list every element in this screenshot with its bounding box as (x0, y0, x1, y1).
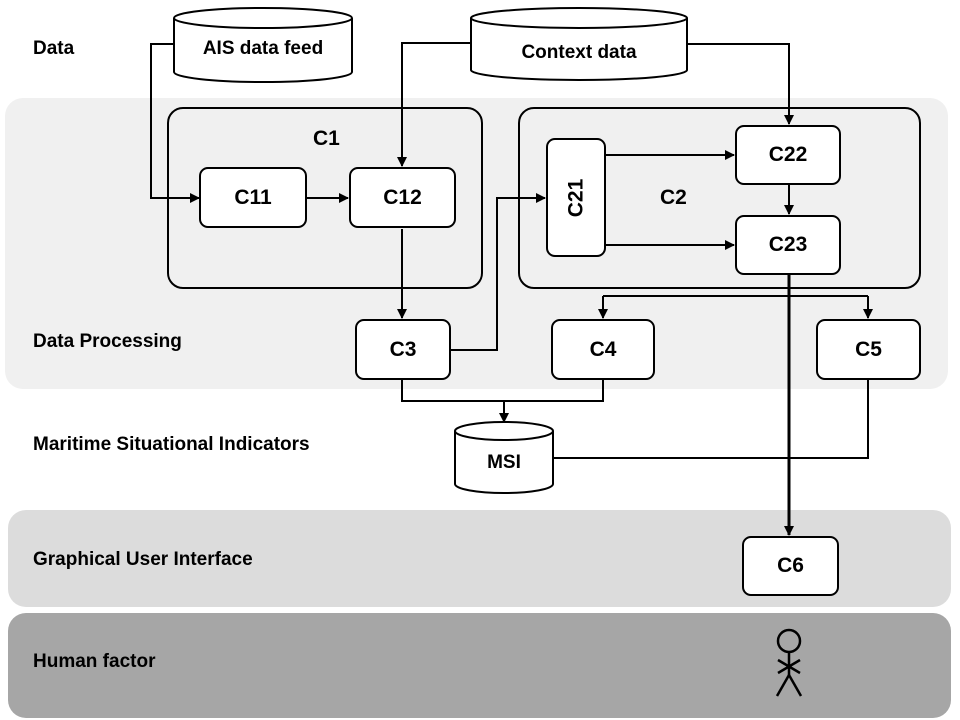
component-c12: C12 (349, 167, 456, 228)
component-c5: C5 (816, 319, 921, 380)
component-c6: C6 (742, 536, 839, 596)
ais-database-icon (173, 7, 353, 83)
component-c21-label: C21 (564, 178, 587, 217)
layer-label-human-factor: Human factor (33, 651, 156, 672)
edge-context-to-c12 (397, 42, 471, 167)
msi-label: MSI (487, 452, 521, 473)
layer-label-data: Data (33, 38, 75, 59)
edge-c3-to-c21 (451, 193, 546, 351)
edge-c3-c4-join (401, 380, 604, 402)
stick-figure-icon (775, 628, 803, 697)
group-c1-label: C1 (313, 127, 340, 150)
context-database-icon (470, 7, 688, 81)
edge-ais-to-c11 (150, 43, 200, 203)
edge-c5-to-msi (553, 380, 869, 459)
component-c23: C23 (735, 215, 841, 275)
msi-database-icon (454, 421, 554, 494)
layer-label-data-processing: Data Processing (33, 331, 182, 352)
context-data-label: Context data (521, 42, 637, 63)
component-c21: C21 (546, 138, 606, 257)
component-c3: C3 (355, 319, 451, 380)
component-c11: C11 (199, 167, 307, 228)
component-c22: C22 (735, 125, 841, 185)
group-c2-label: C2 (660, 186, 687, 209)
layer-label-graphical-user-interface: Graphical User Interface (33, 549, 253, 570)
edge-context-to-c22 (687, 43, 794, 125)
ais-data-feed-label: AIS data feed (202, 38, 324, 59)
component-c4: C4 (551, 319, 655, 380)
layer-label-maritime-situational-indicators: Maritime Situational Indicators (33, 434, 310, 455)
